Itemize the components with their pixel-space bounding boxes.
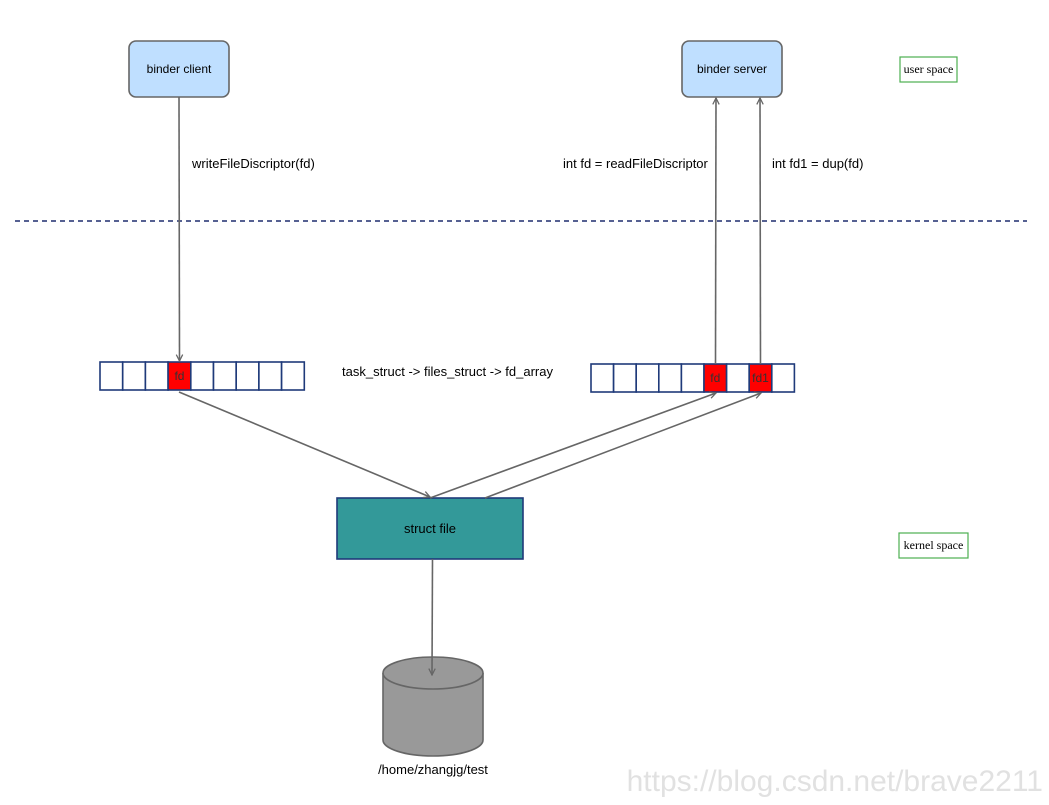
struct-file-to-disk-arrow [432, 558, 433, 675]
fd-cell [612, 363, 637, 393]
fd-cell [280, 361, 306, 391]
user-space-label: user space [904, 62, 954, 76]
server-fd-to-server-arrow [716, 98, 717, 365]
struct-file-to-server-fd-arrow [429, 393, 716, 499]
fd-cell [725, 363, 750, 393]
fd-cell [680, 363, 705, 393]
struct-file-node: struct file [336, 497, 524, 560]
fd-cell-label: fd [710, 371, 720, 385]
struct-file-to-server-fd1-arrow [484, 393, 761, 499]
fd-cell [258, 361, 283, 391]
fd-cell [121, 361, 147, 391]
dup-call-label: int fd1 = dup(fd) [772, 156, 863, 171]
struct-file-label: struct file [404, 521, 456, 536]
server-fd-array: fd fd1 [590, 363, 796, 393]
file-path-label: /home/zhangjg/test [378, 762, 488, 777]
read-call-label: int fd = readFileDiscriptor [563, 156, 709, 171]
client-to-fd-arrow [179, 96, 180, 361]
watermark-text: https://blog.csdn.net/brave2211 [627, 765, 1043, 798]
user-space-label-box: user space [899, 56, 958, 83]
fd-cell-label: fd1 [752, 371, 769, 385]
fd-cell [235, 361, 260, 391]
binder-server-label: binder server [697, 62, 767, 76]
binder-server-node: binder server [681, 40, 783, 98]
kernel-space-label-box: kernel space [898, 532, 969, 559]
client-fd-array: fd [99, 361, 306, 391]
fd-cell [657, 363, 683, 393]
fd-cell [190, 361, 215, 391]
fd-cell [212, 361, 238, 391]
disk-cylinder-icon [382, 656, 484, 757]
binder-client-label: binder client [147, 62, 212, 76]
write-call-label: writeFileDiscriptor(fd) [191, 156, 315, 171]
fd-cell [99, 361, 124, 391]
client-fd-to-struct-file-arrow [178, 391, 430, 497]
server-fd1-to-server-arrow [760, 98, 761, 365]
fd-cell [770, 363, 796, 393]
binder-client-node: binder client [128, 40, 230, 98]
fd-cell [635, 363, 660, 393]
kernel-space-label: kernel space [904, 538, 964, 552]
fd-cell [590, 363, 615, 393]
fd-cell-label: fd [174, 369, 184, 383]
fd-cell [144, 361, 169, 391]
fd-array-path-label: task_struct -> files_struct -> fd_array [342, 364, 553, 379]
